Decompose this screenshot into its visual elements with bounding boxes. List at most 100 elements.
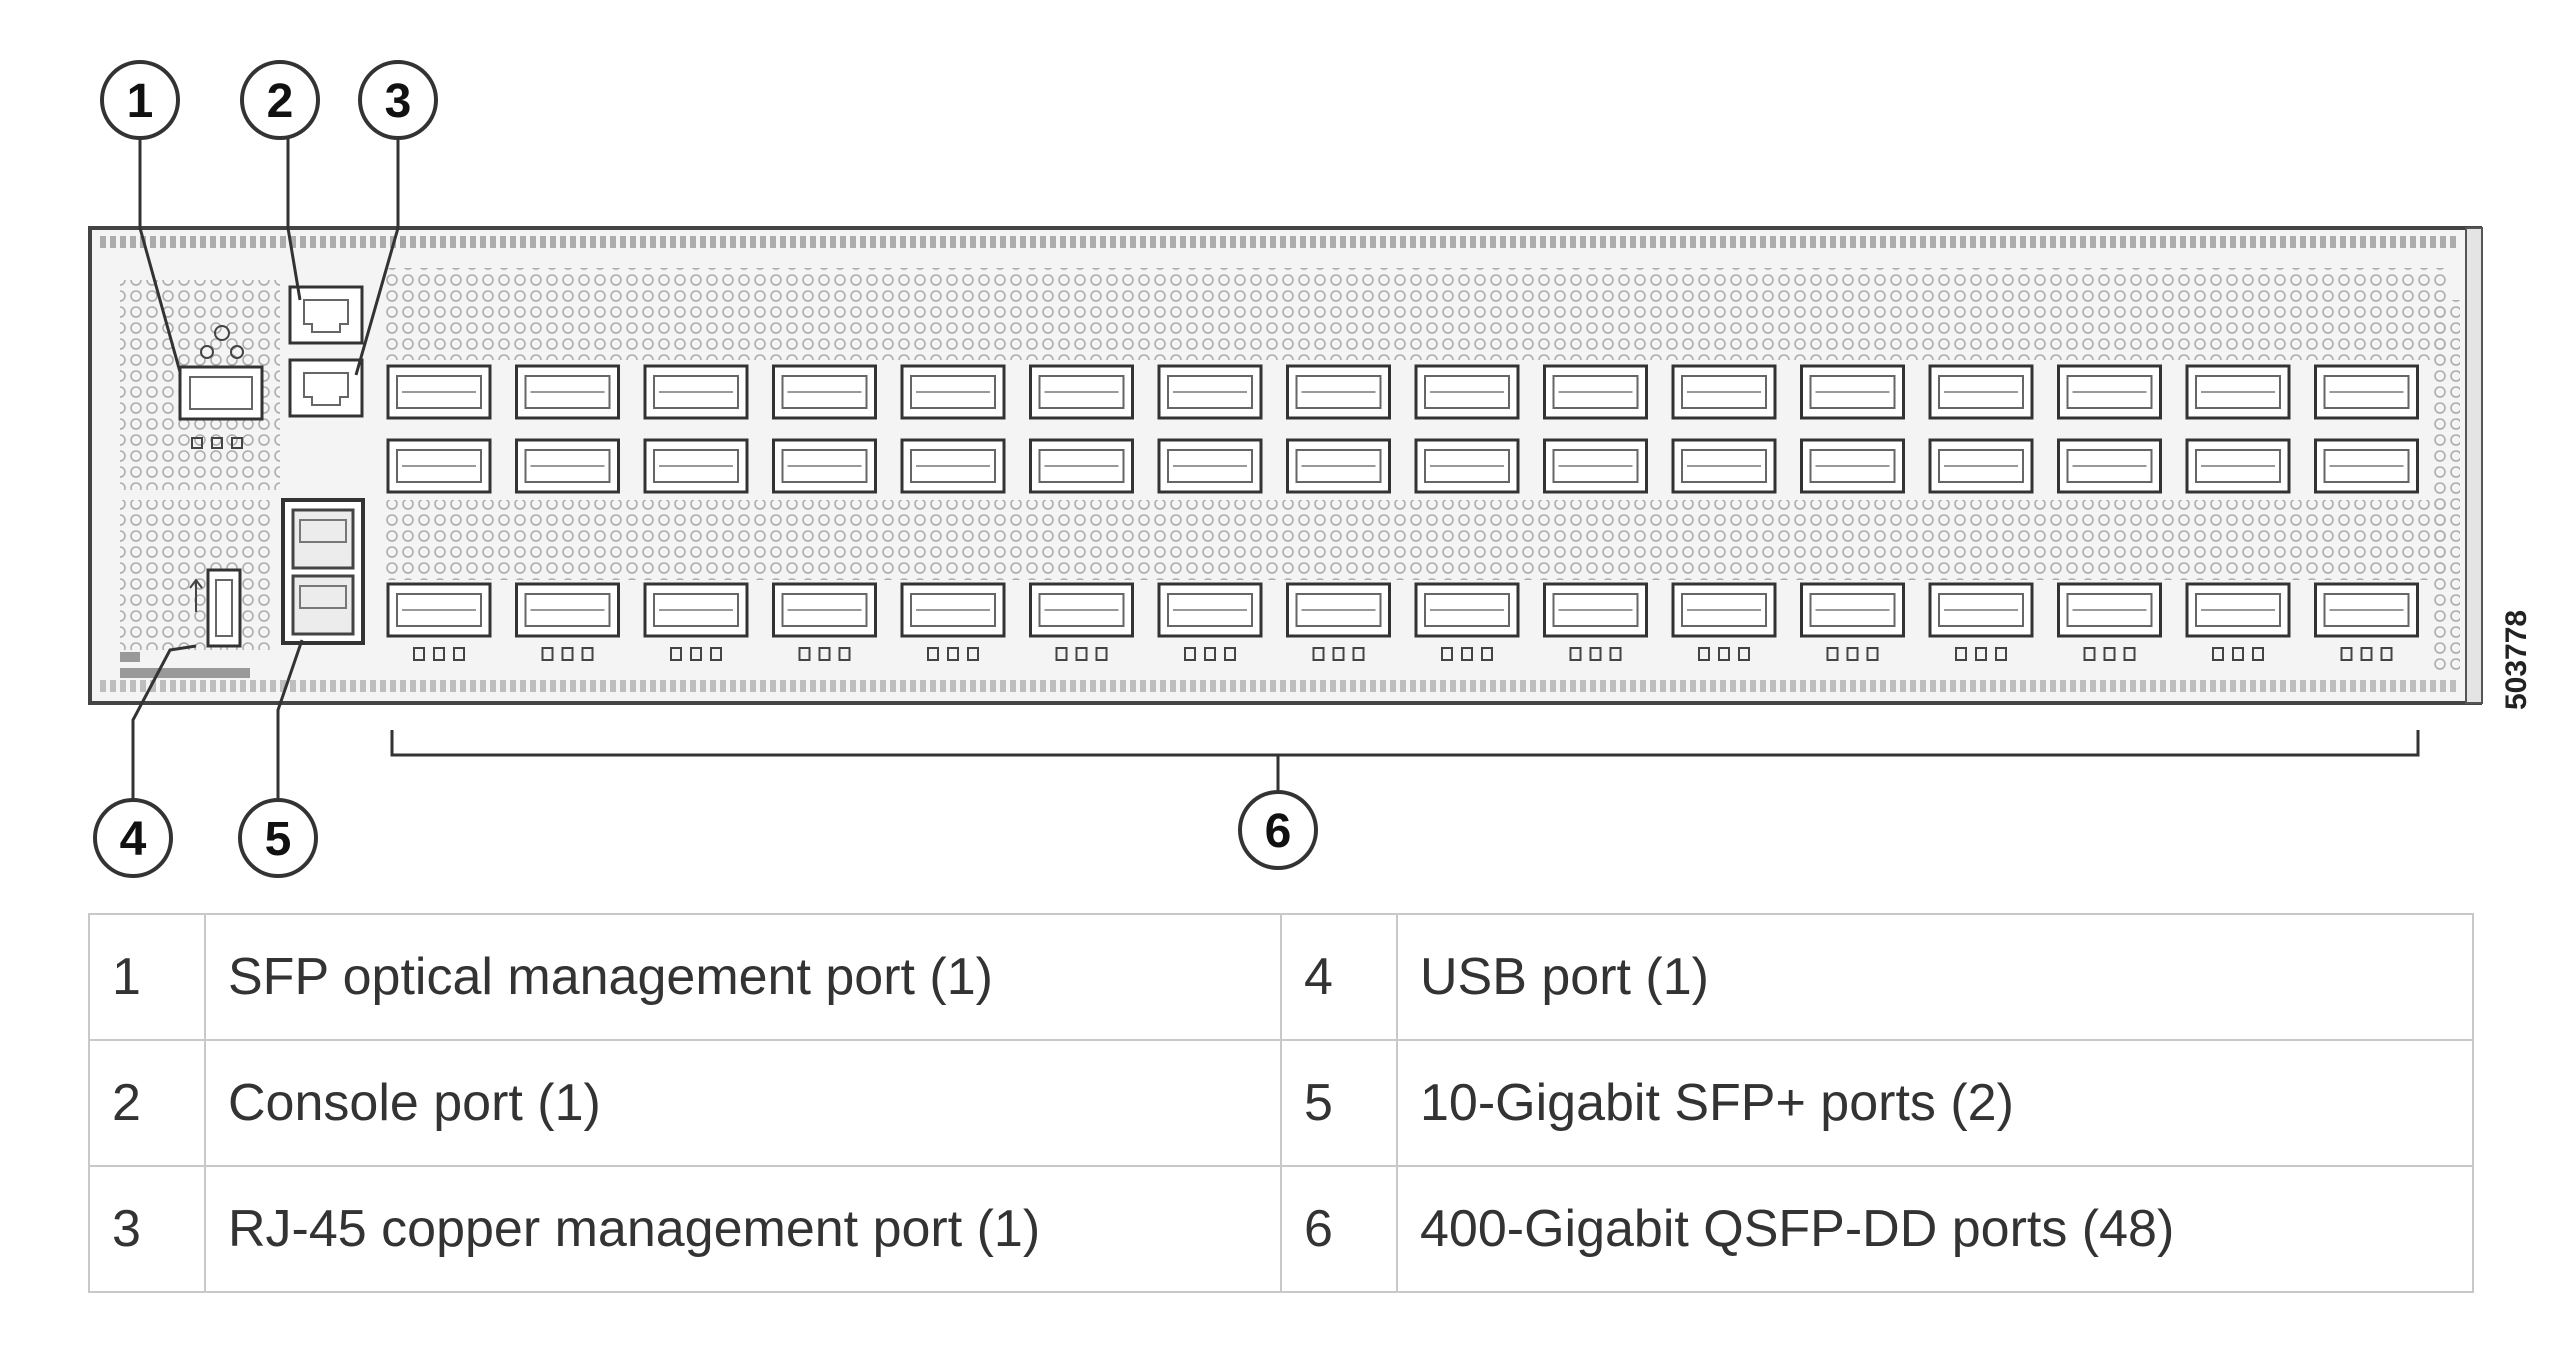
legend-row: 2 Console port (1) 5 10-Gigabit SFP+ por… xyxy=(88,1039,2474,1167)
qsfp-dd-port xyxy=(1157,438,1263,494)
callout-leader-lines xyxy=(131,130,400,800)
chassis-diagram: 1 2 3 4 5 6 503778 xyxy=(88,60,2533,878)
legend-number: 3 xyxy=(88,1165,206,1293)
qsfp-dd-port xyxy=(386,364,492,420)
qsfp-dd-port-grid xyxy=(386,364,2419,661)
qsfp-dd-port xyxy=(900,582,1006,638)
port-led-group xyxy=(1184,647,1236,661)
middle-vent-area xyxy=(386,500,2446,580)
port-led-group xyxy=(798,647,851,661)
callout-5: 5 xyxy=(238,798,318,878)
qsfp-dd-port xyxy=(1671,364,1777,420)
qsfp-dd-port xyxy=(1928,582,2034,638)
qsfp-dd-port xyxy=(1029,364,1134,420)
port-led-group xyxy=(1826,647,1879,661)
qsfp-dd-port xyxy=(1543,582,1648,638)
port-led-group xyxy=(1312,647,1365,661)
qsfp-dd-port xyxy=(772,438,877,494)
figure-id: 503778 xyxy=(2500,610,2533,710)
callout-3-label: 3 xyxy=(385,75,412,128)
legend-description: 400-Gigabit QSFP-DD ports (48) xyxy=(1396,1165,2474,1293)
callout-6-label: 6 xyxy=(1265,805,1292,858)
qsfp-dd-port xyxy=(1286,364,1391,420)
port-led-group xyxy=(541,647,594,661)
qsfp-dd-port xyxy=(643,438,749,494)
legend-description: USB port (1) xyxy=(1396,913,2474,1041)
qsfp-dd-port xyxy=(515,364,620,420)
qsfp-dd-port xyxy=(1157,582,1263,638)
qsfp-dd-port xyxy=(1928,438,2034,494)
callout-3: 3 xyxy=(358,60,438,140)
usb-port xyxy=(206,568,242,648)
qsfp-dd-port xyxy=(900,438,1006,494)
qsfp-dd-port xyxy=(2057,364,2162,420)
qsfp-dd-port xyxy=(2185,364,2291,420)
qsfp-dd-port xyxy=(2185,438,2291,494)
qsfp-dd-port xyxy=(900,364,1006,420)
callout-1-label: 1 xyxy=(127,75,154,128)
qsfp-dd-port xyxy=(1286,438,1391,494)
qsfp-dd-port xyxy=(1671,582,1777,638)
legend-row: 1 SFP optical management port (1) 4 USB … xyxy=(88,913,2474,1041)
legend-table: 1 SFP optical management port (1) 4 USB … xyxy=(88,913,2474,1293)
rj45-management-port xyxy=(288,358,364,418)
qsfp-dd-port xyxy=(1800,364,1905,420)
qsfp-dd-port xyxy=(1543,438,1648,494)
qsfp-dd-port xyxy=(1286,582,1391,638)
qsfp-dd-port xyxy=(1800,582,1905,638)
callout-6: 6 xyxy=(1238,790,1318,870)
qsfp-dd-port xyxy=(2057,582,2162,638)
management-led-group xyxy=(191,437,243,449)
port-led-group xyxy=(670,647,722,661)
port-led-group xyxy=(2083,647,2136,661)
legend-number: 5 xyxy=(1280,1039,1398,1167)
legend-row: 3 RJ-45 copper management port (1) 6 400… xyxy=(88,1165,2474,1293)
legend-number: 1 xyxy=(88,913,206,1041)
console-port xyxy=(288,285,364,345)
callout-5-label: 5 xyxy=(265,813,292,866)
callout-2: 2 xyxy=(240,60,320,140)
qsfp-dd-port xyxy=(2185,582,2291,638)
qsfp-dd-port xyxy=(772,582,877,638)
qsfp-dd-port xyxy=(1800,438,1905,494)
legend-number: 6 xyxy=(1280,1165,1398,1293)
qsfp-dd-port xyxy=(2057,438,2162,494)
qsfp-dd-port xyxy=(515,438,620,494)
sfp-plus-ports xyxy=(281,498,365,645)
callout-2-label: 2 xyxy=(267,75,294,128)
port-led-group xyxy=(1569,647,1622,661)
legend-number: 4 xyxy=(1280,913,1398,1041)
port-led-group xyxy=(2340,647,2393,661)
usb-icon xyxy=(189,578,203,612)
port-led-group xyxy=(927,647,979,661)
port-led-group xyxy=(1441,647,1493,661)
legend-number: 2 xyxy=(88,1039,206,1167)
network-icon xyxy=(200,325,244,359)
callout-4-label: 4 xyxy=(120,813,147,866)
port-led-group xyxy=(413,647,465,661)
qsfp-dd-port xyxy=(1029,582,1134,638)
qsfp-dd-port xyxy=(2314,364,2419,420)
callout-1: 1 xyxy=(100,60,180,140)
port-led-group xyxy=(2212,647,2264,661)
qsfp-dd-port xyxy=(515,582,620,638)
qsfp-dd-port xyxy=(643,364,749,420)
legend-description: RJ-45 copper management port (1) xyxy=(204,1165,1282,1293)
qsfp-dd-port xyxy=(1543,364,1648,420)
qsfp-dd-port xyxy=(772,364,877,420)
sfp-management-port xyxy=(178,365,264,421)
qsfp-dd-port xyxy=(1928,364,2034,420)
qsfp-dd-port xyxy=(1414,438,1520,494)
qsfp-dd-port xyxy=(1414,364,1520,420)
qsfp-dd-port xyxy=(1671,438,1777,494)
callout-4: 4 xyxy=(93,798,173,878)
qsfp-dd-port xyxy=(1414,582,1520,638)
qsfp-dd-port xyxy=(1029,438,1134,494)
port-led-group xyxy=(1955,647,2007,661)
qsfp-dd-port xyxy=(1157,364,1263,420)
qsfp-dd-port xyxy=(386,438,492,494)
port-led-group xyxy=(1055,647,1108,661)
qsfp-dd-port xyxy=(643,582,749,638)
ports-bracket xyxy=(390,730,2420,790)
legend-description: Console port (1) xyxy=(204,1039,1282,1167)
